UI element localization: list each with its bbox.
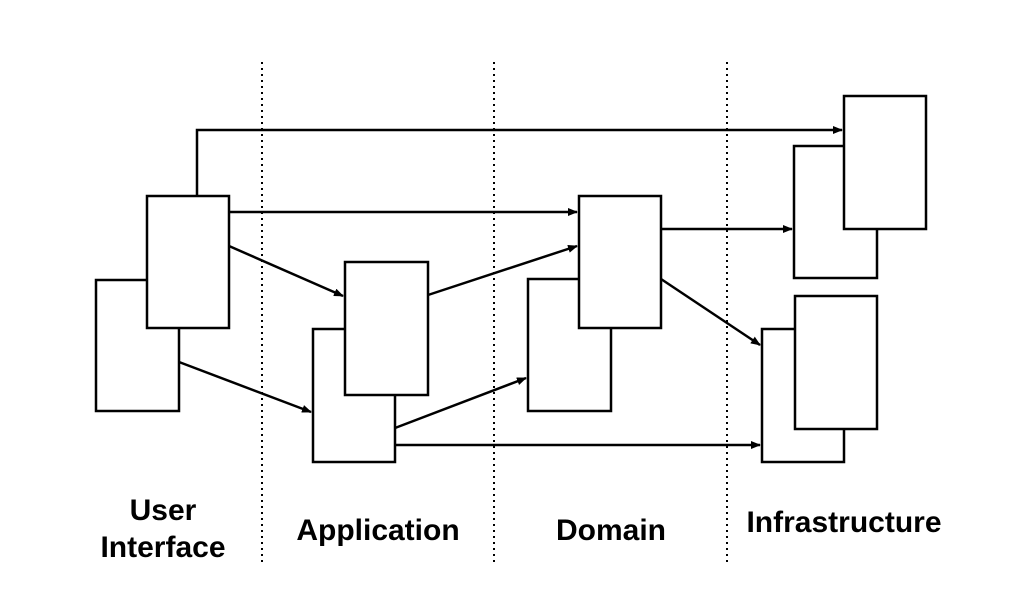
layer-label-user-interface-line1: User xyxy=(130,494,197,527)
arrow-domain-to-infrastructure-bottom xyxy=(660,277,761,347)
layer-label-user-interface-line2: Interface xyxy=(100,531,225,564)
arrow-application-to-domain-front xyxy=(427,244,578,297)
infrastructure-bottom-box-front xyxy=(793,294,879,431)
arrow-ui-to-infrastructure-top xyxy=(195,126,843,196)
ui-box-front xyxy=(145,194,231,330)
layer-label-infrastructure: Infrastructure xyxy=(746,506,941,539)
arrow-ui-to-application-front xyxy=(228,244,344,298)
infrastructure-top-box-front xyxy=(842,94,928,231)
layer-label-application: Application xyxy=(296,514,459,547)
arrow-application-to-domain-back xyxy=(394,376,527,430)
layer-label-domain: Domain xyxy=(556,514,666,547)
application-box-front xyxy=(343,260,430,397)
domain-box-front xyxy=(577,194,663,330)
arrow-ui-to-application-back xyxy=(178,360,312,414)
